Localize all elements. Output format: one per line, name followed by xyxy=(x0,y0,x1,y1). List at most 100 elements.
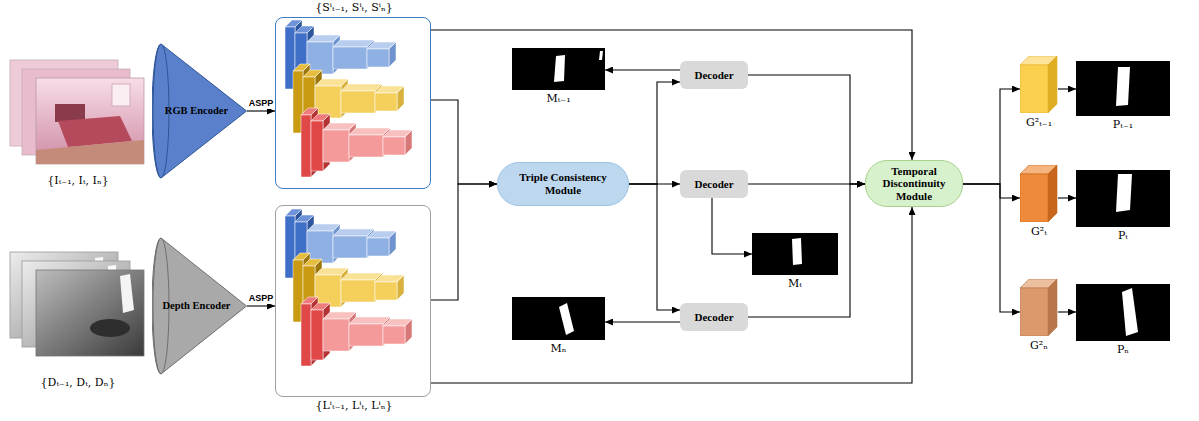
block-front xyxy=(333,47,367,69)
block-top xyxy=(315,268,348,275)
mask-shape xyxy=(559,303,574,335)
block-front xyxy=(311,121,323,171)
text-block: Pₙ xyxy=(1056,343,1190,357)
block-front xyxy=(323,130,349,162)
block-front xyxy=(375,93,397,111)
node-cube: G²ₜ₋₁ xyxy=(1020,56,1058,131)
text-block: Mₙ xyxy=(492,342,625,356)
mask-label: Mₜ₋₁ xyxy=(492,92,625,106)
feature-cube xyxy=(1020,56,1058,113)
mask-image xyxy=(1076,61,1170,116)
room-window xyxy=(112,84,130,106)
cube-front xyxy=(1020,174,1048,222)
block-top xyxy=(295,26,314,33)
mask-label: Mₜ xyxy=(732,277,858,291)
block-top xyxy=(301,297,318,304)
cube-label: G²ₜ₋₁ xyxy=(995,116,1083,130)
block-top xyxy=(367,42,396,49)
cube-front xyxy=(1020,65,1048,113)
cube-side xyxy=(1048,165,1057,222)
module-label: Temporal Discontinuity Module xyxy=(871,165,957,203)
text-block: Mₜ₋₁ xyxy=(492,92,625,106)
room-floor xyxy=(36,140,144,164)
feature-cube xyxy=(1020,165,1058,222)
connector xyxy=(629,184,680,310)
connector xyxy=(629,82,680,184)
block-top xyxy=(341,273,382,280)
block-top xyxy=(285,20,302,27)
block-front xyxy=(349,324,383,346)
node-mask: Mₙ xyxy=(512,297,605,358)
mask-shape-layer xyxy=(1076,284,1170,341)
block-top xyxy=(303,259,322,266)
connector xyxy=(431,30,912,160)
text-block: G²ₜ xyxy=(995,225,1083,239)
node-pill: Temporal Discontinuity Module xyxy=(865,160,963,207)
text-block: G²ₜ₋₁ xyxy=(995,116,1083,130)
text-block: Decoder xyxy=(694,178,733,191)
text-block: Temporal Discontinuity Module xyxy=(871,165,957,203)
mask-shape xyxy=(1116,67,1130,106)
block-top xyxy=(285,209,302,216)
cube-label: G²ₙ xyxy=(995,339,1083,353)
block-top xyxy=(295,215,314,222)
node-cone: Depth Encoder xyxy=(152,236,247,376)
connector xyxy=(963,184,1020,198)
connector xyxy=(712,198,752,254)
connector xyxy=(431,207,912,383)
text-block: {Dₜ₋₁, Dₜ, Dₙ} xyxy=(0,376,158,390)
block-top xyxy=(349,317,390,324)
cone-body xyxy=(152,44,247,178)
block-front xyxy=(301,304,311,366)
text-block: {Lⁱₜ₋₁, Lⁱₜ, Lⁱₙ} xyxy=(256,399,452,413)
depth-blob xyxy=(120,274,134,313)
block-top xyxy=(341,84,382,91)
text-block: Triple Consistency Module xyxy=(503,171,623,196)
node-panel: {Lⁱₜ₋₁, Lⁱₜ, Lⁱₙ} xyxy=(275,205,431,397)
mask-shape-layer xyxy=(1076,61,1170,116)
edge-label: ASPP xyxy=(248,98,275,109)
block-front xyxy=(367,49,389,67)
block-front xyxy=(367,238,389,256)
module-label: Triple Consistency Module xyxy=(503,171,623,196)
encoder-label: Depth Encoder xyxy=(160,300,233,312)
block-top xyxy=(307,224,340,231)
connector xyxy=(748,183,865,184)
node-cone: RGB Encoder xyxy=(152,42,247,180)
mask-image xyxy=(512,48,605,90)
block-top xyxy=(293,253,310,260)
block-front xyxy=(383,326,405,344)
block-top xyxy=(383,319,412,326)
node-stack: {Dₜ₋₁, Dₜ, Dₙ} xyxy=(8,250,148,390)
decoder-label: Decoder xyxy=(694,178,733,191)
node-cube: G²ₜ xyxy=(1020,165,1058,240)
block-front xyxy=(349,135,383,157)
decoder-label: Decoder xyxy=(694,311,733,324)
connector xyxy=(1058,311,1076,312)
mask-label: Pₜ₋₁ xyxy=(1056,118,1190,132)
block-top xyxy=(349,128,390,135)
cube-side xyxy=(1048,56,1057,113)
mask-image xyxy=(512,297,605,340)
block-front xyxy=(315,275,341,307)
block-top xyxy=(333,229,374,236)
text-block: Pₜ₋₁ xyxy=(1056,118,1190,132)
cube-label: G²ₜ xyxy=(995,225,1083,239)
block-top xyxy=(311,114,330,121)
connector xyxy=(605,321,680,322)
feature-cube xyxy=(1020,279,1058,336)
text-block: Pₜ xyxy=(1056,229,1190,243)
block-top xyxy=(383,130,412,137)
block-top xyxy=(293,64,310,71)
connector xyxy=(247,110,275,111)
block-top xyxy=(323,312,356,319)
block-top xyxy=(323,123,356,130)
node-cube: G²ₙ xyxy=(1020,279,1058,354)
mask-shape-layer xyxy=(1076,170,1170,227)
node-mask: Pₜ xyxy=(1076,170,1170,245)
block-top xyxy=(367,231,396,238)
cone-body xyxy=(152,238,247,374)
node-pill: Triple Consistency Module xyxy=(497,162,629,206)
text-block: {Sⁱₜ₋₁, Sⁱₜ, Sⁱₙ} xyxy=(256,1,452,15)
